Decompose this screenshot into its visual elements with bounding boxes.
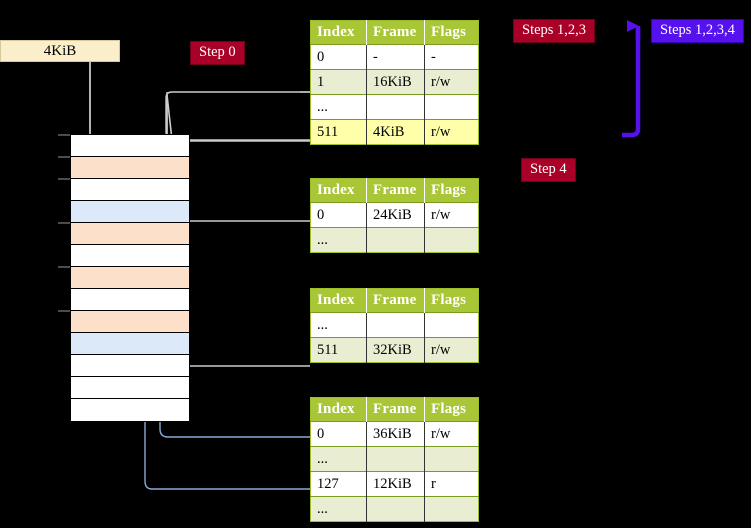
table-cell-flags: r/w (424, 119, 479, 145)
memory-frame-row (71, 377, 189, 399)
table-cell-frame: 32KiB (366, 337, 425, 363)
table-cell-frame (366, 94, 425, 120)
column-header-flags: Flags (424, 20, 479, 45)
table-cell-flags: r/w (424, 337, 479, 363)
badge-steps-1-2-3: Steps 1,2,3 (513, 19, 596, 43)
table-cell-flags: r/w (424, 202, 479, 228)
column-header-frame: Frame (366, 288, 425, 313)
table-cell-frame: - (366, 44, 425, 70)
table-row: ... (310, 312, 479, 338)
table-cell-index: 511 (310, 337, 367, 363)
column-header-index: Index (310, 288, 367, 313)
table-cell-flags: r/w (424, 69, 479, 95)
memory-frame-row (71, 355, 189, 377)
table-cell-flags (424, 496, 479, 522)
table-cell-flags: - (424, 44, 479, 70)
memory-frame-row (71, 333, 189, 355)
column-header-flags: Flags (424, 178, 479, 203)
table-cell-flags (424, 227, 479, 253)
memory-frame-row (71, 399, 189, 421)
memory-frame-row (71, 157, 189, 179)
column-header-index: Index (310, 178, 367, 203)
column-header-frame: Frame (366, 397, 425, 422)
table-cell-frame: 36KiB (366, 421, 425, 447)
table-cell-index: ... (310, 446, 367, 472)
table-row: ... (310, 227, 479, 253)
table-cell-flags: r (424, 471, 479, 497)
table-cell-frame (366, 496, 425, 522)
table-cell-flags (424, 312, 479, 338)
physical-memory-column (70, 134, 190, 422)
memory-frame-row (71, 267, 189, 289)
column-header-frame: Frame (366, 20, 425, 45)
table-cell-flags (424, 446, 479, 472)
table-row: ... (310, 94, 479, 120)
column-header-flags: Flags (424, 288, 479, 313)
table-cell-index: 1 (310, 69, 367, 95)
memory-frame-row (71, 135, 189, 157)
badge-step-0: Step 0 (190, 41, 245, 65)
column-header-index: Index (310, 397, 367, 422)
size-label-4kib: 4KiB (0, 40, 120, 62)
column-header-index: Index (310, 20, 367, 45)
memory-frame-row (71, 289, 189, 311)
table-cell-index: ... (310, 496, 367, 522)
memory-frame-row (71, 179, 189, 201)
memory-frame-row (71, 201, 189, 223)
table-cell-frame: 12KiB (366, 471, 425, 497)
table-cell-frame: 24KiB (366, 202, 425, 228)
table-cell-index: 0 (310, 421, 367, 447)
badge-step-4: Step 4 (521, 158, 576, 182)
memory-frame-row (71, 311, 189, 333)
column-header-frame: Frame (366, 178, 425, 203)
table-cell-index: 0 (310, 44, 367, 70)
table-cell-index: ... (310, 94, 367, 120)
table-cell-frame (366, 227, 425, 253)
table-cell-frame (366, 446, 425, 472)
table-cell-frame: 16KiB (366, 69, 425, 95)
column-header-flags: Flags (424, 397, 479, 422)
table-cell-index: 0 (310, 202, 367, 228)
table-cell-index: ... (310, 227, 367, 253)
table-cell-frame: 4KiB (366, 119, 425, 145)
memory-frame-row (71, 223, 189, 245)
badge-steps-1-2-3-4: Steps 1,2,3,4 (651, 19, 744, 43)
memory-frame-row (71, 245, 189, 267)
table-cell-flags: r/w (424, 421, 479, 447)
table-cell-flags (424, 94, 479, 120)
table-cell-index: ... (310, 312, 367, 338)
table-row: 0-- (310, 44, 479, 70)
table-cell-frame (366, 312, 425, 338)
table-row: ... (310, 446, 479, 472)
table-cell-index: 127 (310, 471, 367, 497)
table-row: ... (310, 496, 479, 522)
table-cell-index: 511 (310, 119, 367, 145)
